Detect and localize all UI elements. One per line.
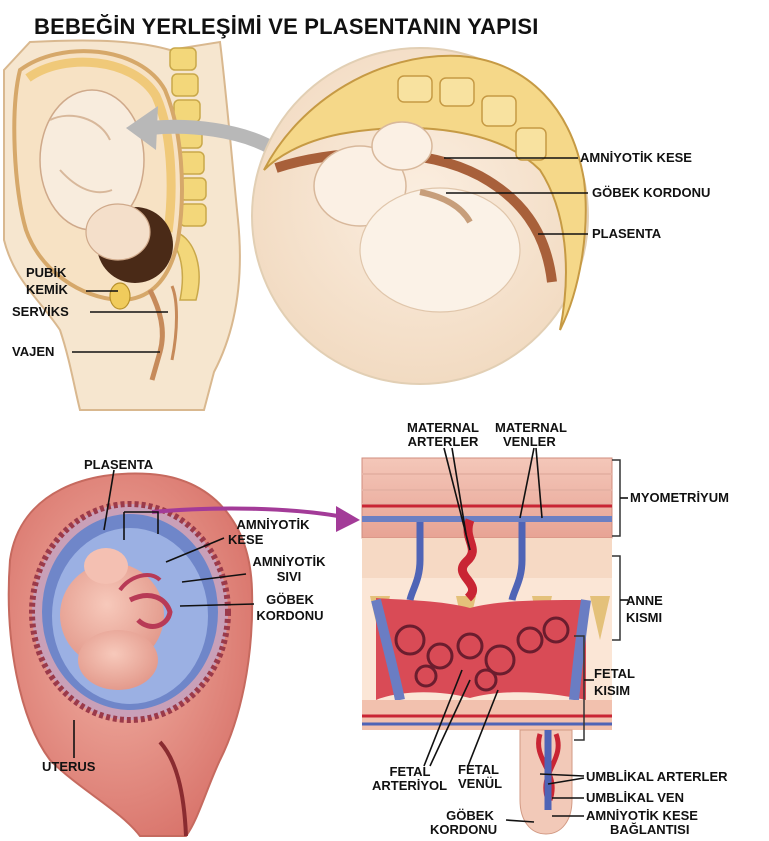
label-uterus: UTERUS <box>42 759 96 774</box>
label-maternal-venler-line2: VENLER <box>503 434 556 449</box>
leader-lines <box>72 157 628 823</box>
label-gobek-kordonu-right-line1: GÖBEK <box>446 808 494 823</box>
diagram-title: BEBEĞİN YERLEŞİMİ VE PLASENTANIN YAPISI <box>34 14 539 39</box>
label-gobek-kordonu-right-line2: KORDONU <box>430 822 498 837</box>
label-gobek-kordonu-left-line1: GÖBEK <box>266 592 314 607</box>
label-amniyotik-sivi-line2: SIVI <box>276 569 302 584</box>
label-plasenta-top: PLASENTA <box>592 226 662 241</box>
label-maternal-venler-line1: MATERNAL <box>495 420 567 435</box>
label-amniyotik-kese-left-line2: KESE <box>228 532 264 547</box>
label-pubik-kemik-line2: KEMİK <box>26 282 68 297</box>
label-plasenta-left: PLASENTA <box>84 457 154 472</box>
placenta-detail-illustration <box>361 457 621 835</box>
label-amniyotik-sivi-line1: AMNİYOTİK <box>252 554 326 569</box>
label-amniyotik-kese-left-line1: AMNİYOTİK <box>236 517 310 532</box>
label-gobek-kordonu-left-line2: KORDONU <box>256 608 324 623</box>
uterus-illustration <box>7 472 254 837</box>
label-myometriyum: MYOMETRİYUM <box>630 490 729 505</box>
label-pubik-kemik-line1: PUBİK <box>26 265 67 280</box>
label-serviks: SERVİKS <box>12 304 69 319</box>
label-amniyotik-kese-top: AMNİYOTİK KESE <box>580 150 692 165</box>
label-fetal-kisim-line2: KISIM <box>594 683 631 698</box>
label-umblikal-arterler: UMBLİKAL ARTERLER <box>586 769 728 784</box>
label-amniyotik-kese-baglantisi-line2: BAĞLANTISI <box>610 822 690 837</box>
label-amniyotik-kese-baglantisi-line1: AMNİYOTİK KESE <box>586 808 698 823</box>
label-maternal-arterler-line2: ARTERLER <box>407 434 479 449</box>
label-fetal-venul-line2: VENÜL <box>458 776 503 791</box>
label-anne-kismi-line2: KISMI <box>626 610 663 625</box>
label-fetal-arteriyol-line2: ARTERİYOL <box>372 778 448 793</box>
magnified-circle <box>251 47 589 385</box>
label-fetal-arteriyol-line1: FETAL <box>389 764 431 779</box>
label-fetal-kisim-line1: FETAL <box>594 666 635 681</box>
label-fetal-venul-line1: FETAL <box>458 762 499 777</box>
label-anne-kismi-line1: ANNE <box>626 593 663 608</box>
label-vajen: VAJEN <box>12 344 55 359</box>
label-maternal-arterler-line1: MATERNAL <box>407 420 479 435</box>
label-gobek-kordonu-top: GÖBEK KORDONU <box>592 185 711 200</box>
label-umblikal-ven: UMBLİKAL VEN <box>586 790 684 805</box>
zoom-arrow <box>126 106 279 155</box>
detail-arrow <box>151 506 360 532</box>
